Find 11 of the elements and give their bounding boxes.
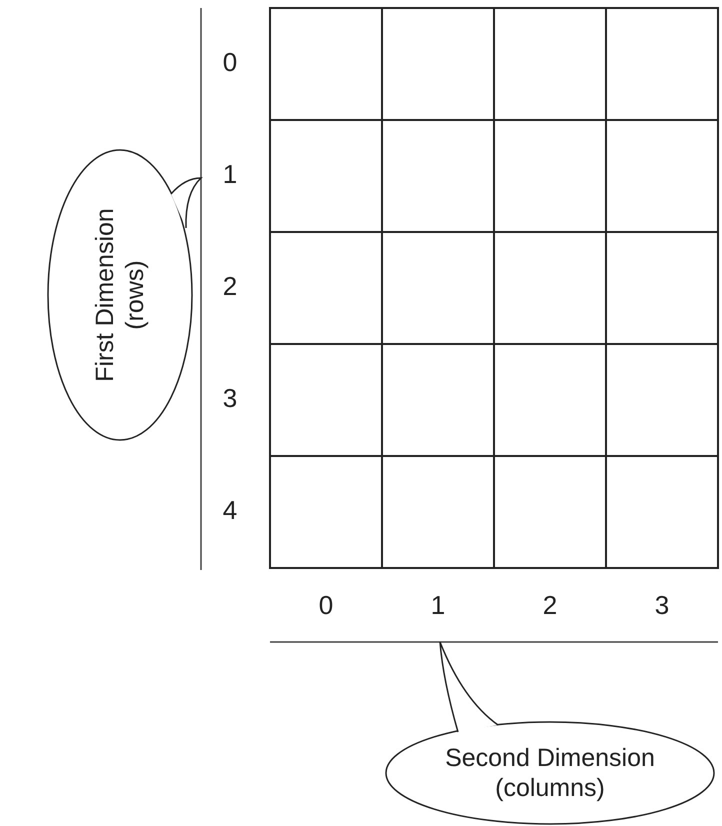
index-number: 4 [222,495,238,525]
callout-text: First Dimension (rows) [90,207,150,384]
index-number: 3 [654,590,670,620]
index-number: 2 [222,271,238,301]
callout-text: Second Dimension (columns) [444,743,656,803]
index-number: 0 [222,47,238,77]
index-number: 0 [318,590,334,620]
index-number: 1 [430,590,446,620]
index-number: 2 [542,590,558,620]
index-number: 3 [222,383,238,413]
index-number: 1 [222,159,238,189]
